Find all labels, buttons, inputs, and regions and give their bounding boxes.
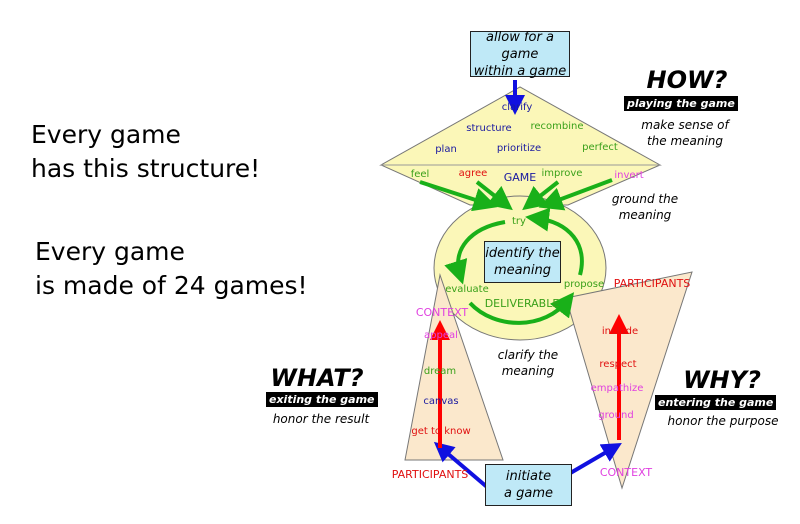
- clarify-note-line2: meaning: [501, 364, 555, 378]
- game-label: GAME: [504, 171, 537, 184]
- ground-note: ground the meaning: [590, 191, 700, 223]
- deliverable-label: DELIVERABLE: [485, 297, 560, 310]
- how-note-line2: the meaning: [646, 134, 724, 148]
- top-box: allow for a game within a game: [470, 29, 570, 79]
- word-empathize: empathize: [591, 383, 644, 394]
- made-headline-line1: Every game: [35, 237, 185, 266]
- word-improve: improve: [542, 168, 583, 179]
- why-title: WHY?: [683, 366, 761, 394]
- structure-headline-line1: Every game: [31, 120, 181, 149]
- top-box-line2: within a game: [473, 63, 567, 79]
- word-dream: dream: [424, 366, 456, 377]
- word-agree: agree: [459, 168, 488, 179]
- green-arrow-agree: [475, 180, 513, 211]
- center-box: identify the meaning: [484, 241, 561, 283]
- how-title: HOW?: [646, 66, 728, 94]
- made-headline: Every game is made of 24 games!: [35, 235, 308, 303]
- word-evaluate: evaluate: [445, 284, 489, 295]
- word-clarify: clarify: [502, 102, 533, 113]
- ground-note-line2: meaning: [618, 208, 672, 222]
- bottom-box: initiate a game: [485, 464, 572, 506]
- word-feel: feel: [411, 169, 430, 180]
- what-note: honor the result: [272, 412, 370, 426]
- left-participants-label: PARTICIPANTS: [392, 468, 469, 481]
- word-perfect: perfect: [582, 142, 618, 153]
- blue-arrow-bottom-left: [433, 441, 489, 489]
- center-box-line1: identify the: [485, 246, 560, 261]
- word-invert: invert: [614, 170, 643, 181]
- left-context-label: CONTEXT: [416, 306, 469, 319]
- word-appeal: appeal: [424, 330, 458, 341]
- ground-note-line1: ground the: [611, 192, 679, 206]
- bottom-box-line1: initiate: [505, 469, 552, 484]
- bottom-box-line2: a game: [504, 486, 553, 501]
- right-triangle: [565, 271, 693, 490]
- word-structure: structure: [466, 123, 511, 134]
- how-note: make sense of the meaning: [630, 117, 740, 149]
- why-bar: entering the game: [655, 395, 777, 410]
- green-cycle-right: [525, 207, 584, 276]
- word-try: try: [512, 216, 526, 227]
- why-note: honor the purpose: [667, 414, 779, 428]
- center-box-line2: meaning: [494, 263, 551, 278]
- right-participants-label: PARTICIPANTS: [614, 277, 691, 290]
- green-cycle-left: [444, 220, 506, 285]
- word-include: include: [602, 326, 638, 337]
- green-arrow-invert: [538, 178, 613, 211]
- structure-headline-line2: has this structure!: [31, 154, 261, 183]
- clarify-note: clarify the meaning: [478, 347, 578, 379]
- word-get-to-know: get to know: [411, 426, 470, 437]
- green-arrow-feel: [419, 180, 498, 212]
- green-cycle-bottom: [468, 292, 575, 325]
- made-headline-line2: is made of 24 games!: [35, 271, 308, 300]
- word-recombine: recombine: [530, 121, 583, 132]
- how-bar: playing the game: [624, 96, 738, 111]
- structure-headline: Every game has this structure!: [31, 118, 260, 186]
- word-ground: ground: [598, 410, 633, 421]
- what-title: WHAT?: [270, 364, 364, 392]
- word-respect: respect: [599, 359, 636, 370]
- right-context-label: CONTEXT: [600, 466, 653, 479]
- word-prioritize: prioritize: [497, 143, 541, 154]
- word-plan: plan: [435, 144, 457, 155]
- what-bar: exiting the game: [266, 392, 378, 407]
- how-note-line1: make sense of: [641, 118, 729, 132]
- clarify-note-line1: clarify the: [497, 348, 559, 362]
- word-canvas: canvas: [423, 396, 458, 407]
- top-box-line1: allow for a game: [486, 29, 554, 62]
- word-propose: propose: [564, 279, 604, 290]
